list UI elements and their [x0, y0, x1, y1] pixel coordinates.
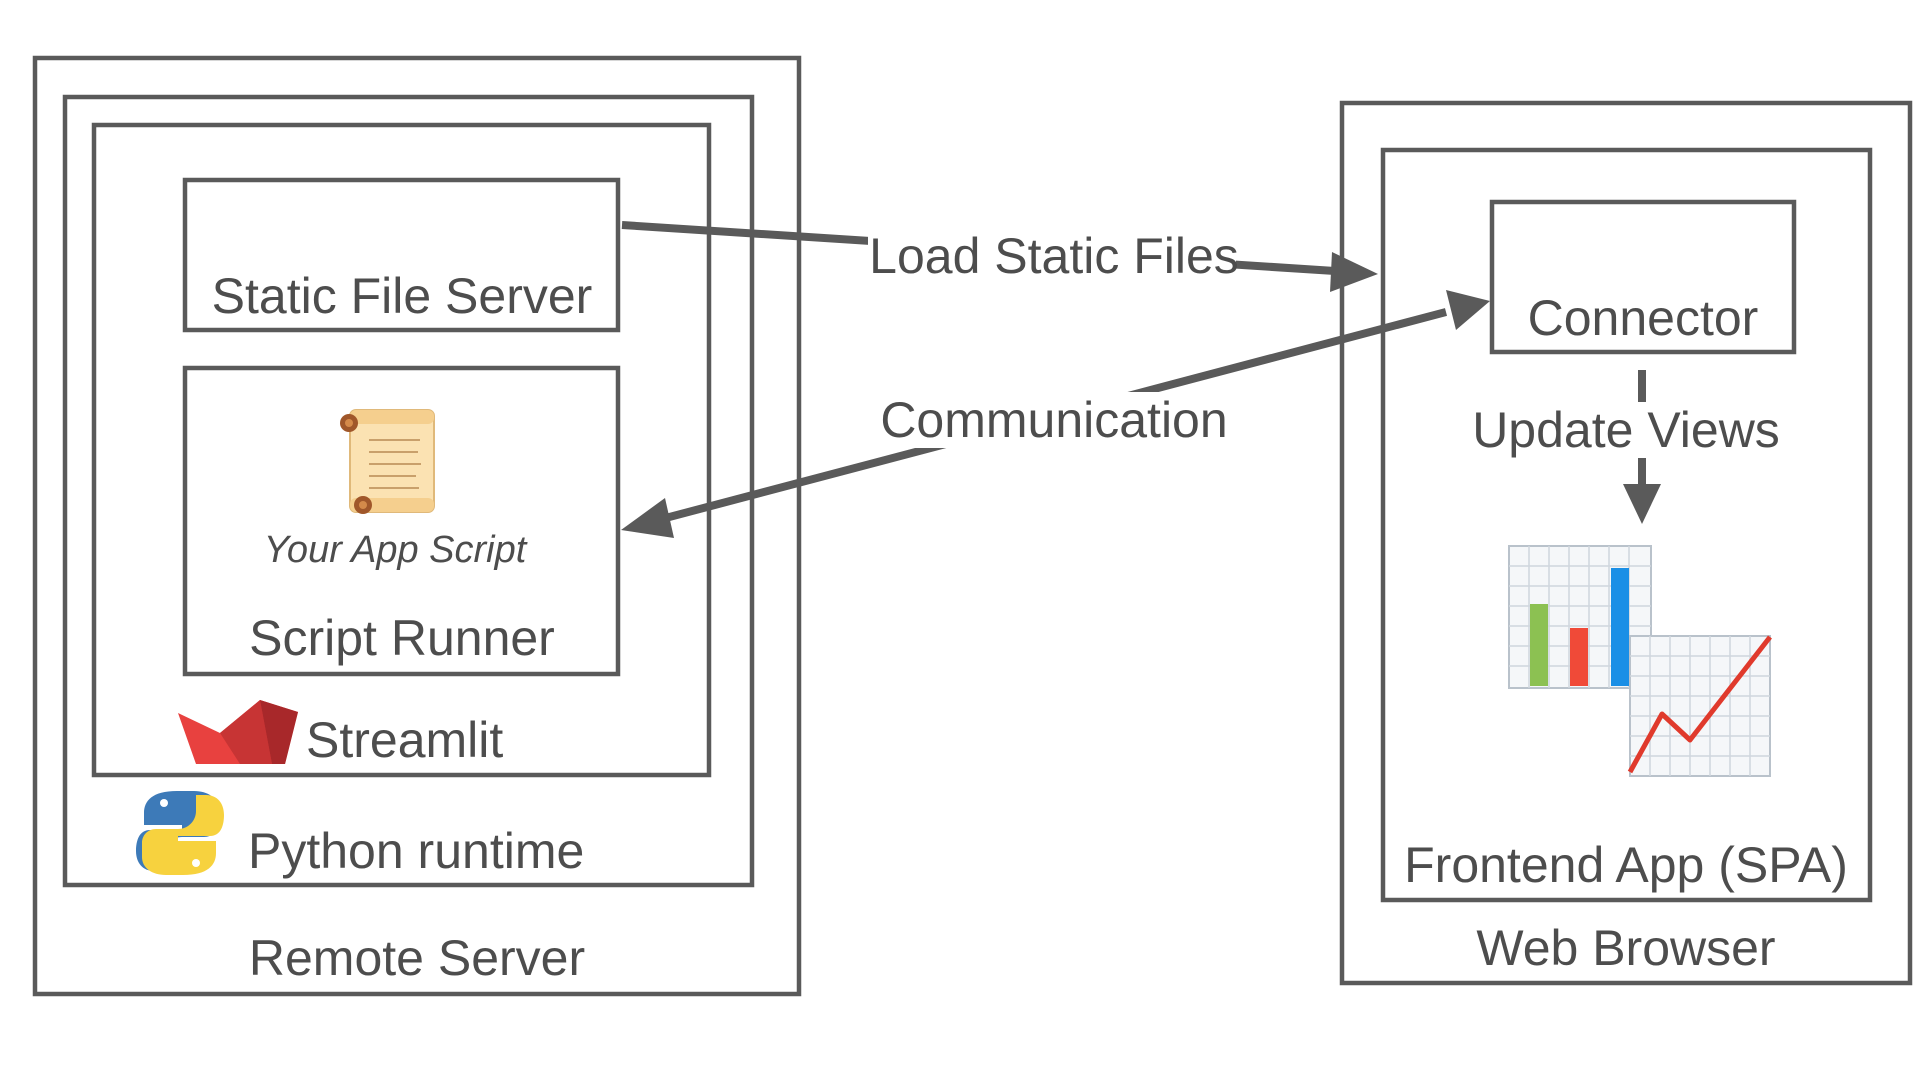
- load-static-files-arrow: Load Static Files: [621, 221, 1378, 292]
- remote-server-group: Remote Server Python runtime Streamlit S…: [32, 55, 802, 997]
- connector-label: Connector: [1528, 290, 1759, 346]
- communication-arrow: Communication: [621, 290, 1490, 538]
- python-runtime-label: Python runtime: [248, 823, 584, 879]
- communication-label: Communication: [880, 392, 1227, 448]
- scroll-icon: [340, 409, 435, 514]
- script-runner-label: Script Runner: [249, 610, 555, 666]
- web-browser-box: [1339, 100, 1913, 986]
- connector-box: [1489, 199, 1797, 355]
- update-views-label: Update Views: [1472, 402, 1780, 458]
- script-runner-box: [182, 365, 621, 677]
- web-browser-group: Web Browser Frontend App (SPA) Connector: [1339, 100, 1913, 986]
- frontend-app-box: [1380, 147, 1873, 903]
- streamlit-box: [91, 122, 712, 778]
- web-browser-label: Web Browser: [1476, 920, 1775, 976]
- line-chart-icon: [1627, 635, 1772, 777]
- remote-server-box: [32, 55, 802, 997]
- python-logo-icon: [136, 791, 224, 875]
- update-views-arrow: Update Views: [1472, 370, 1780, 524]
- load-static-files-label: Load Static Files: [869, 228, 1239, 284]
- frontend-app-label: Frontend App (SPA): [1404, 837, 1848, 893]
- bar-chart-icon: [1508, 545, 1652, 689]
- python-runtime-box: [62, 94, 755, 888]
- remote-server-label: Remote Server: [249, 930, 585, 986]
- streamlit-crown-icon: [178, 700, 298, 764]
- static-file-server-label: Static File Server: [212, 268, 593, 324]
- streamlit-label: Streamlit: [306, 712, 503, 768]
- static-file-server-box: [182, 177, 621, 333]
- your-app-script-label: Your App Script: [264, 529, 528, 571]
